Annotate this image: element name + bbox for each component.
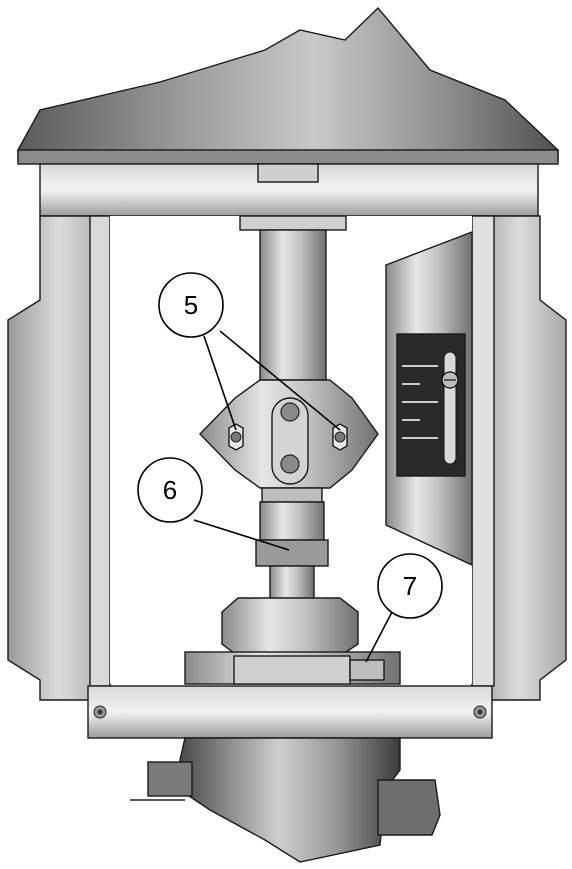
- yoke-top-beam: [39, 163, 539, 217]
- leader-7: [365, 611, 393, 663]
- yoke-bottom-crossbar: [87, 685, 493, 739]
- callout-5-label: 5: [184, 290, 198, 320]
- callout-6-label: 6: [163, 475, 177, 505]
- callout-6: 6: [137, 457, 203, 523]
- yoke-left-leg: [7, 215, 111, 701]
- screw-right-icon: [473, 705, 487, 719]
- yoke-right-leg: [471, 215, 567, 701]
- valve-stem-locknut: [255, 487, 329, 601]
- leader-5-right: [219, 330, 341, 431]
- screw-left-icon: [93, 705, 107, 719]
- callout-5: 5: [158, 272, 224, 338]
- actuator-stem: [239, 215, 347, 381]
- leader-6: [193, 519, 290, 551]
- actuator-housing-top: [17, 6, 559, 165]
- stem-connector: [199, 379, 379, 489]
- callout-7-label: 7: [403, 571, 417, 601]
- valve-body-cutaway: [130, 737, 441, 863]
- bonnet-nut: [221, 597, 359, 657]
- leader-5-left: [203, 335, 237, 431]
- callout-leaders: [193, 330, 393, 663]
- connector-nut-right: [332, 423, 348, 451]
- connector-nut-left: [228, 423, 244, 451]
- stroke-indicator-plate: [385, 230, 473, 567]
- callout-7: 7: [377, 553, 443, 619]
- yoke-clamp-nut: [184, 651, 401, 685]
